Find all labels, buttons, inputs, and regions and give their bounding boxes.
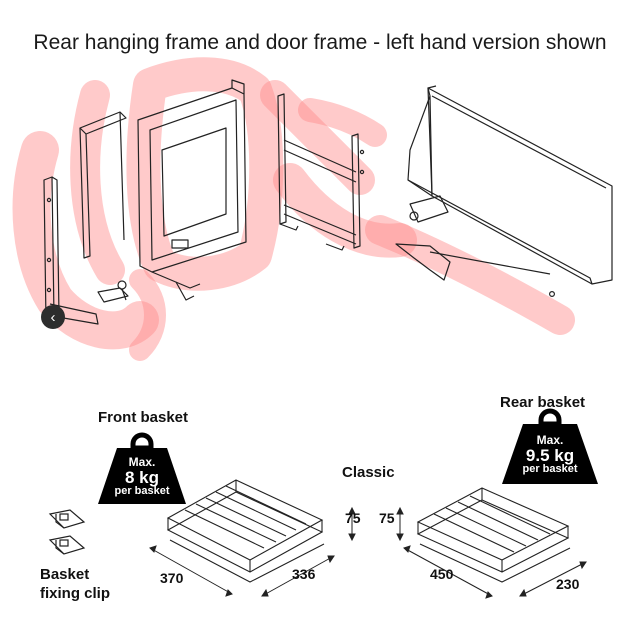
rear-basket-depth-dimension: 230: [556, 576, 580, 592]
chevron-left-icon: ‹: [50, 308, 56, 326]
front-basket-weight-badge: Max. 8 kg per basket: [98, 456, 186, 498]
diagram-title: Rear hanging frame and door frame - left…: [33, 31, 607, 54]
rear-basket-width-dimension: 450: [430, 566, 454, 582]
classic-label: Classic: [342, 464, 395, 481]
front-basket-depth-dimension: 336: [292, 566, 316, 582]
front-basket-width-dimension: 370: [160, 570, 184, 586]
weight-unit-label: per basket: [114, 485, 170, 498]
rear-basket-illustration: [416, 487, 571, 583]
previous-image-button[interactable]: ‹: [41, 305, 65, 329]
highlight-scribbles: [12, 57, 575, 361]
weight-value: 9.5 kg: [525, 445, 575, 465]
front-basket-illustration: [166, 479, 325, 583]
basket-fixing-clip-illustration: [48, 509, 86, 555]
weight-unit-label: per basket: [522, 463, 578, 476]
rear-basket-weight-badge: Max. 9.5 kg per basket: [502, 434, 598, 476]
rear-basket-height-dimension: 75: [379, 510, 395, 526]
rear-basket-label: Rear basket: [500, 394, 586, 411]
front-basket-height-dimension: 75: [345, 510, 361, 526]
weight-max-label: Max.: [128, 455, 156, 469]
weight-max-label: Max.: [536, 433, 564, 447]
front-basket-label: Front basket: [98, 409, 189, 426]
basket-fixing-clip-label-line2: fixing clip: [40, 585, 111, 602]
weight-value: 8 kg: [124, 467, 160, 487]
basket-fixing-clip-label-line1: Basket: [40, 566, 90, 583]
kettlebell-weight-icon: [502, 408, 598, 484]
rear-basket-dimensions: [396, 506, 587, 599]
kettlebell-weight-icon: [98, 432, 186, 504]
front-basket-dimensions: [149, 506, 356, 597]
